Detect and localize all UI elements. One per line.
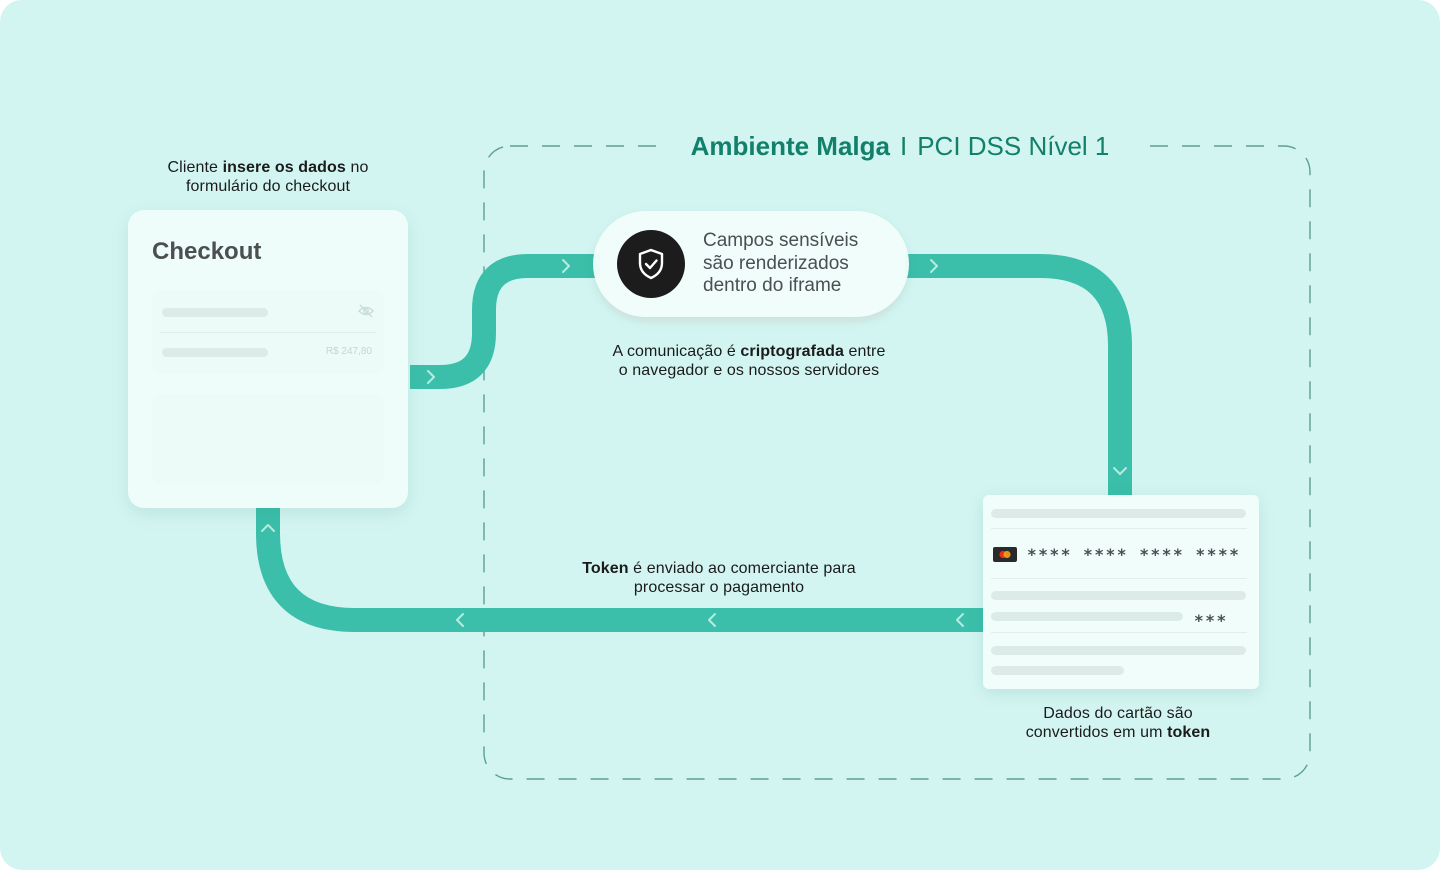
flow-path-to-iframe <box>410 254 600 389</box>
field-placeholder-bar <box>162 348 268 357</box>
shield-check-icon <box>638 248 664 280</box>
field-placeholder-bar <box>162 308 268 317</box>
chevron-left-icon <box>456 613 464 627</box>
card-divider <box>991 528 1247 529</box>
chevron-left-icon <box>956 613 964 627</box>
checkout-placeholder-block <box>152 394 384 484</box>
card-divider <box>991 578 1247 579</box>
card-placeholder-bar <box>991 509 1246 518</box>
checkout-card: Checkout R$ 247,80 <box>128 210 408 508</box>
flow-path-to-card <box>905 254 1132 497</box>
environment-title: Ambiente Malga I PCI DSS Nível 1 <box>660 128 1140 164</box>
checkout-title: Checkout <box>152 238 262 265</box>
chevron-right-icon <box>930 259 938 273</box>
environment-name: Ambiente Malga <box>690 131 890 161</box>
environment-level: PCI DSS Nível 1 <box>917 131 1110 161</box>
shield-badge <box>617 230 685 298</box>
checkout-fields: R$ 247,80 <box>152 290 384 374</box>
token-caption: Token é enviado ao comerciante para proc… <box>582 560 856 596</box>
card-number-masked: **** **** **** **** <box>1027 545 1241 564</box>
chevron-right-icon <box>562 259 570 273</box>
card-placeholder-bar <box>991 591 1246 600</box>
card-data-panel: **** **** **** **** *** <box>983 495 1259 689</box>
flow-path-token-return <box>256 508 985 632</box>
iframe-description: Campos sensíveis são renderizados dentro… <box>703 230 859 296</box>
encryption-caption: A comunicação é criptografada entre o na… <box>612 343 886 379</box>
card-cvv-masked: *** <box>1194 611 1228 630</box>
card-divider <box>991 632 1247 633</box>
chevron-down-icon <box>1113 467 1127 475</box>
eye-off-icon <box>358 304 374 318</box>
mastercard-icon <box>993 547 1017 562</box>
iframe-pill: Campos sensíveis são renderizados dentro… <box>593 211 909 317</box>
client-caption: Cliente insere os dados no formulário do… <box>167 159 369 195</box>
field-divider <box>160 332 376 333</box>
card-placeholder-bar <box>991 666 1124 675</box>
checkout-amount: R$ 247,80 <box>325 346 372 357</box>
chevron-up-icon <box>261 524 275 532</box>
chevron-left-icon <box>708 613 716 627</box>
card-placeholder-bar <box>991 646 1246 655</box>
environment-separator: I <box>899 131 908 161</box>
card-caption: Dados do cartão são convertidos em um to… <box>1025 705 1211 741</box>
card-placeholder-bar <box>991 612 1183 621</box>
chevron-right-icon <box>427 370 435 384</box>
